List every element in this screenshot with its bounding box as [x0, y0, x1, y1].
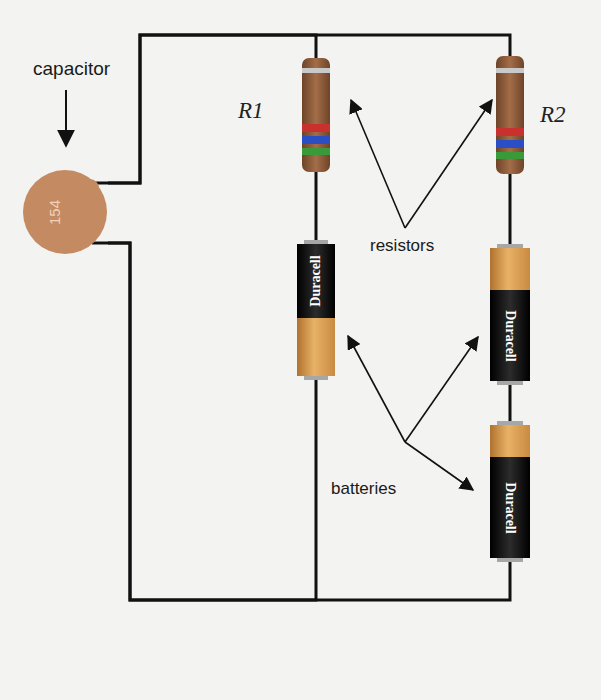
resistor-casing [496, 56, 524, 174]
battery-symbol: Duracell [490, 244, 530, 385]
battery-symbol: Duracell [297, 240, 335, 380]
color-band [302, 148, 330, 155]
label-anchor: capacitor [33, 58, 110, 80]
color-band [496, 152, 524, 159]
resistor-body [302, 58, 330, 172]
battery-label-band: Duracell [490, 457, 530, 558]
wire [509, 174, 512, 244]
color-band [496, 140, 524, 148]
leader-line [405, 100, 492, 228]
battery-brand: Duracell [502, 482, 518, 533]
wire [108, 35, 510, 183]
battery-cap [490, 248, 530, 290]
label-anchor: resistors [370, 236, 434, 256]
color-band [496, 68, 524, 73]
battery-symbol: Duracell [490, 421, 530, 562]
battery-terminal [304, 376, 328, 380]
leader-line [405, 337, 478, 442]
battery-brand: Duracell [502, 310, 518, 361]
label-anchor: batteries [331, 479, 396, 499]
resistor-name: R2 [540, 102, 566, 128]
resistor-symbol: R2 [496, 56, 524, 174]
color-band [496, 128, 524, 136]
color-band [302, 124, 330, 132]
resistor-casing [302, 58, 330, 172]
capacitor-symbol: 154 [22, 169, 108, 255]
leader-line [348, 336, 405, 442]
capacitor-code: 154 [47, 199, 64, 224]
leader-line [351, 100, 405, 228]
wire [108, 243, 316, 600]
battery-label-band: Duracell [297, 244, 335, 318]
resistor-body [496, 56, 524, 174]
battery-terminal [497, 381, 523, 385]
capacitor-disc [23, 170, 107, 254]
part-label: resistors [370, 236, 434, 255]
battery-terminal [497, 558, 523, 562]
part-label: batteries [331, 479, 396, 498]
resistor-name: R1 [238, 98, 264, 124]
part-label: capacitor [33, 58, 110, 79]
leader-line [405, 442, 473, 490]
wire [315, 172, 318, 240]
color-band [302, 68, 330, 73]
color-band [302, 136, 330, 144]
battery-brand: Duracell [308, 255, 324, 306]
battery-label-band: Duracell [490, 290, 530, 381]
wire [108, 243, 510, 600]
leader-line [65, 90, 67, 146]
capacitor-body [22, 169, 108, 255]
battery-cap [297, 318, 335, 376]
resistor-symbol: R1 [302, 58, 330, 172]
wire [509, 385, 512, 421]
battery-cap [490, 425, 530, 457]
